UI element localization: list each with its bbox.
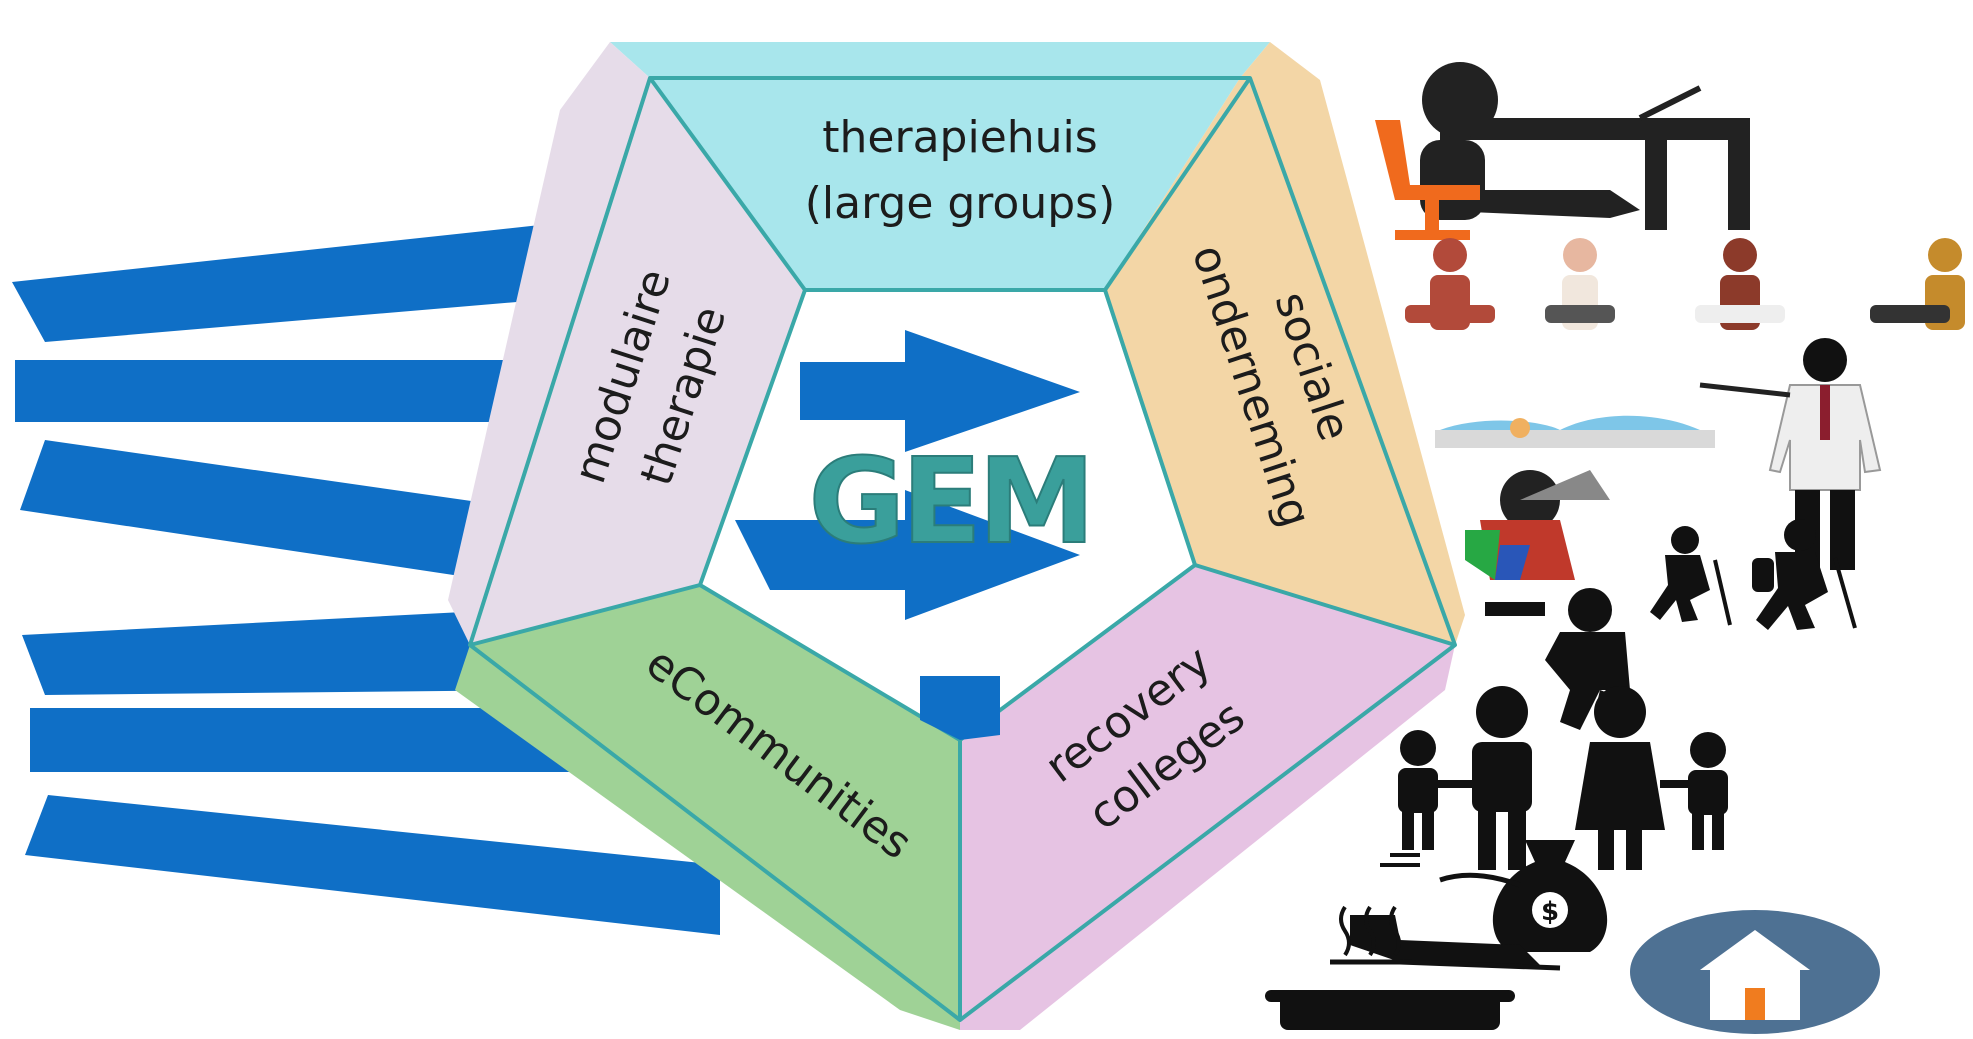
spoke-right xyxy=(1194,563,1456,647)
money-bag-icon: $ xyxy=(1380,840,1608,952)
label-therapiehuis: therapiehuis xyxy=(822,112,1097,163)
segment-bottom-left-fill xyxy=(455,585,960,1030)
centre-arrows xyxy=(735,330,1080,740)
gem-center-label: GEM xyxy=(809,432,1092,570)
arrow-1 xyxy=(12,225,540,342)
arrow-5 xyxy=(30,708,570,772)
segment-left-fill xyxy=(448,42,805,645)
home-icon xyxy=(1630,910,1880,1034)
cooking-pot-icon xyxy=(1265,905,1561,1030)
centre-arrow-1 xyxy=(800,330,1080,452)
svg-text:$: $ xyxy=(1541,897,1559,927)
spoke-left xyxy=(469,583,701,647)
arrow-4 xyxy=(22,608,540,695)
label-top: therapiehuis (large groups) xyxy=(805,112,1116,229)
seated-group-icon xyxy=(1405,238,1965,330)
centre-arrow-3 xyxy=(920,676,1000,740)
spoke-top-right xyxy=(1103,76,1252,292)
family-icon xyxy=(1398,686,1728,870)
segment-right-fill xyxy=(1105,42,1465,645)
segment-top-fill xyxy=(610,42,1270,290)
incoming-arrows xyxy=(12,225,720,935)
segment-bottom-right-fill xyxy=(960,565,1455,1030)
arrow-2 xyxy=(15,360,515,422)
massage-therapy-icon xyxy=(1435,415,1715,448)
inner-outline xyxy=(698,288,1197,742)
outer-outline xyxy=(468,76,1457,1022)
arrow-3 xyxy=(20,440,520,585)
hikers-icon xyxy=(1650,519,1857,630)
spoke-top-left xyxy=(648,76,807,292)
arrow-6 xyxy=(25,795,720,935)
person-at-desk-icon xyxy=(1375,62,1750,240)
sport-activity-icon xyxy=(1465,470,1610,580)
label-large-groups: (large groups) xyxy=(805,178,1116,229)
centre-arrow-2 xyxy=(735,490,1080,620)
